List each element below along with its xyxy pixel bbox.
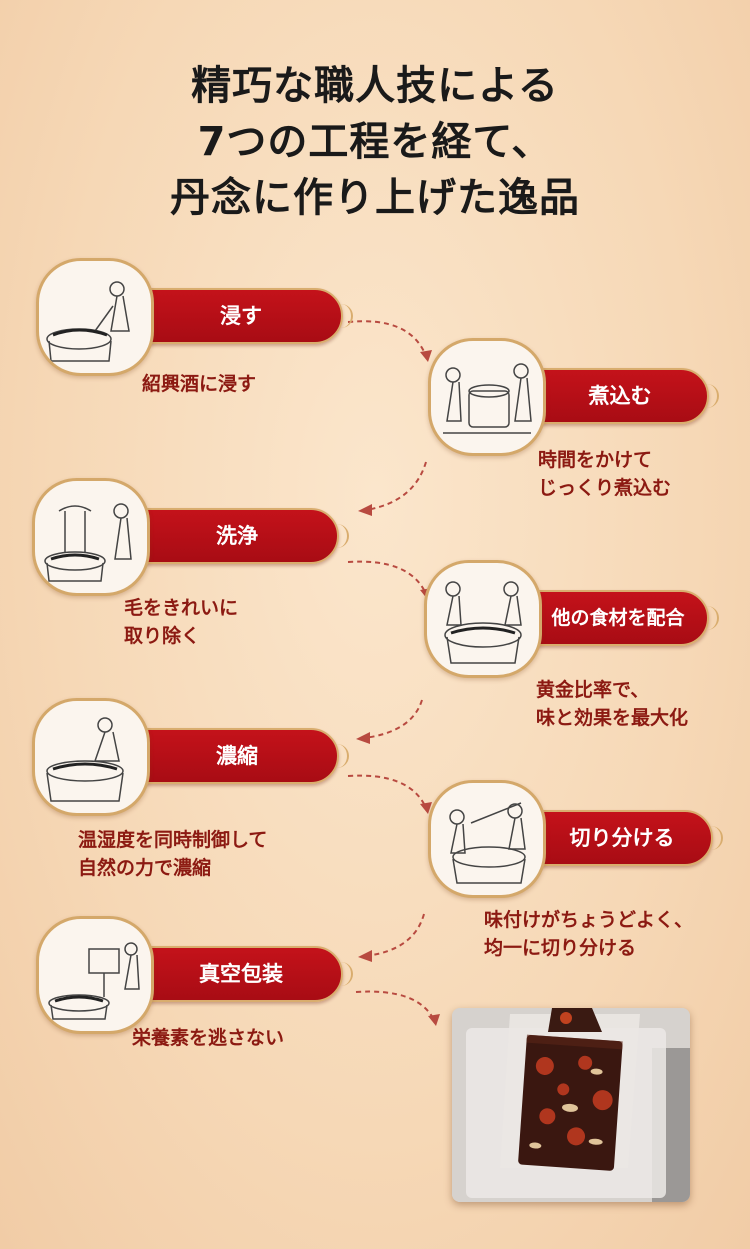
title-line-2: 7つの工程を経て、 [197, 119, 553, 165]
arrow-left-down-icon [358, 461, 427, 516]
mixing-illustration-icon [424, 560, 542, 678]
step-banner: 他の食材を配合 [509, 590, 719, 646]
description-line: 毛をきれいに [124, 597, 239, 619]
step-description: 温湿度を同時制御して 自然の力で濃縮 [78, 826, 267, 882]
step-label: 他の食材を配合 [551, 607, 685, 629]
simmering-illustration-icon [428, 338, 546, 456]
step-label: 真空包装 [199, 962, 283, 986]
step-cut: 切り分ける 味付けがちょうどよく、 均一に切り分ける [428, 780, 748, 980]
description-line: 味と効果を最大化 [536, 707, 689, 729]
step-mix: 他の食材を配合 黄金比率で、 味と効果を最大化 [424, 560, 744, 760]
cutting-illustration-icon [428, 780, 546, 898]
step-banner: 洗浄 [117, 508, 349, 564]
arrow-right-down-icon [347, 774, 432, 814]
step-description: 味付けがちょうどよく、 均一に切り分ける [484, 906, 693, 962]
description-line: 均一に切り分ける [484, 937, 637, 959]
step-concentrate: 濃縮 温湿度を同時制御して 自然の力で濃縮 [32, 698, 352, 898]
description-line: 温湿度を同時制御して [78, 829, 268, 851]
step-description: 栄養素を逃さない [132, 1024, 284, 1052]
description-line: 自然の力で濃縮 [78, 857, 212, 879]
product-photo [452, 1008, 690, 1202]
step-label: 濃縮 [216, 744, 258, 768]
step-soak: 浸す 紹興酒に浸す [36, 258, 356, 458]
step-label: 煮込む [588, 384, 652, 408]
step-banner: 濃縮 [117, 728, 349, 784]
arrow-right-down-icon [347, 320, 432, 362]
description-line: じっくり煮込む [538, 477, 672, 499]
step-label: 切り分ける [569, 826, 675, 850]
vacuum-packing-illustration-icon [36, 916, 154, 1034]
step-simmer: 煮込む 時間をかけて じっくり煮込む [428, 338, 748, 538]
arrow-left-down-icon [358, 913, 425, 962]
arrow-left-down-icon [356, 699, 423, 744]
description-line: 栄養素を逃さない [132, 1027, 285, 1049]
page-title: 精巧な職人技による 7つの工程を経て、 丹念に作り上げた逸品 [0, 58, 750, 226]
title-line-1: 精巧な職人技による [191, 63, 559, 109]
concentrating-illustration-icon [32, 698, 150, 816]
description-line: 味付けがちょうどよく、 [484, 909, 694, 931]
description-line: 黄金比率で、 [536, 679, 650, 701]
step-vacuum-pack: 真空包装 栄養素を逃さない [36, 916, 356, 1116]
step-label: 浸す [220, 304, 262, 328]
soaking-illustration-icon [36, 258, 154, 376]
description-line: 取り除く [124, 625, 201, 647]
step-description: 黄金比率で、 味と効果を最大化 [536, 676, 688, 732]
step-description: 毛をきれいに 取り除く [124, 594, 238, 650]
washing-illustration-icon [32, 478, 150, 596]
step-description: 時間をかけて じっくり煮込む [538, 446, 671, 502]
description-line: 紹興酒に浸す [142, 373, 257, 395]
arrow-right-down-icon [355, 990, 440, 1026]
step-wash: 洗浄 毛をきれいに 取り除く [32, 478, 352, 678]
step-description: 紹興酒に浸す [142, 370, 256, 398]
step-banner: 真空包装 [121, 946, 353, 1002]
description-line: 時間をかけて [538, 449, 653, 471]
step-banner: 切り分ける [513, 810, 723, 866]
step-label: 洗浄 [216, 524, 258, 548]
step-banner: 浸す [121, 288, 353, 344]
title-line-3: 丹念に作り上げた逸品 [170, 175, 580, 221]
